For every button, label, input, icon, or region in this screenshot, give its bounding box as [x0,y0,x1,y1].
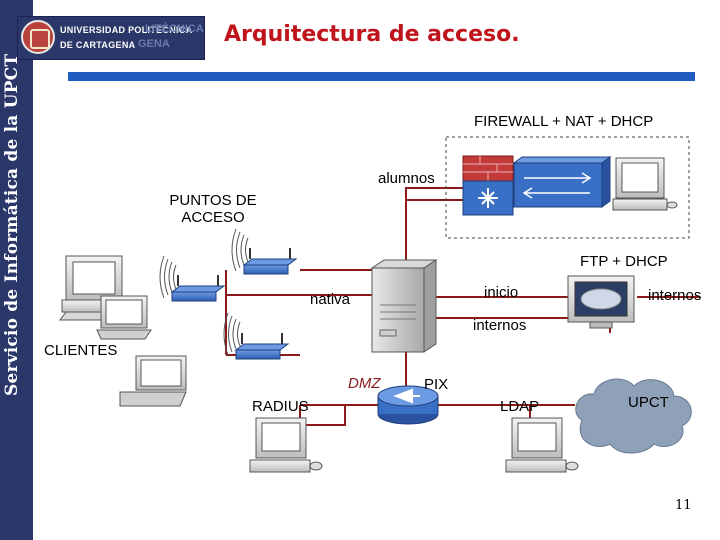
university-logo: UNIVERSIDAD POLITÉCNICA DE CARTAGENA LIT… [17,16,205,60]
firewall-dashed-box [445,136,690,239]
link-firewall-server [405,199,463,262]
logo-line-2: DE CARTAGENA [60,40,136,50]
label-dmz: DMZ [348,375,381,392]
label-alumnos: alumnos [378,170,435,187]
label-inicio: inicio [484,284,519,301]
label-firewall: FIREWALL + NAT + DHCP [474,113,654,130]
label-clientes: CLIENTES [44,342,118,359]
pix-device [377,385,439,425]
title-underline [68,72,695,81]
upct-cloud [575,378,692,454]
crest-icon [21,20,55,54]
label-ldap: LDAP [500,398,540,415]
sidebar-band [0,0,33,540]
label-puntos-acceso-line2: ACCESO [181,209,245,226]
page-number: 11 [675,498,692,513]
label-internos-right: internos [648,287,702,304]
access-point-2 [159,255,226,302]
label-puntos-acceso: PUNTOS DE ACCESO [168,192,258,226]
ldap-pc [505,417,579,473]
label-pix: PIX [424,376,449,393]
access-point-1 [231,228,298,275]
logo-line-1: UNIVERSIDAD POLITÉCNICA [60,25,193,35]
client-desktop [59,255,129,321]
switch-device [512,156,612,208]
label-nativa: nativa [310,291,351,308]
server-tower [370,259,438,353]
firewall-device [462,155,514,216]
pc-firewall [612,157,678,211]
label-internos-center: internos [473,317,527,334]
label-puntos-acceso-line1: PUNTOS DE [169,192,257,209]
page-title: Arquitectura de acceso. [224,22,520,47]
label-upct: UPCT [628,394,669,411]
access-point-3 [223,312,290,360]
client-laptop-2 [119,355,187,407]
logo-ghost-1: LITÉCNICA [145,23,204,35]
label-radius: RADIUS [252,398,309,415]
logo-ghost-2: GENA [138,38,170,50]
radius-pc [249,417,323,473]
ftp-dhcp-server [567,275,635,329]
label-ftp-dhcp: FTP + DHCP [580,253,668,270]
client-laptop-1 [96,295,152,340]
